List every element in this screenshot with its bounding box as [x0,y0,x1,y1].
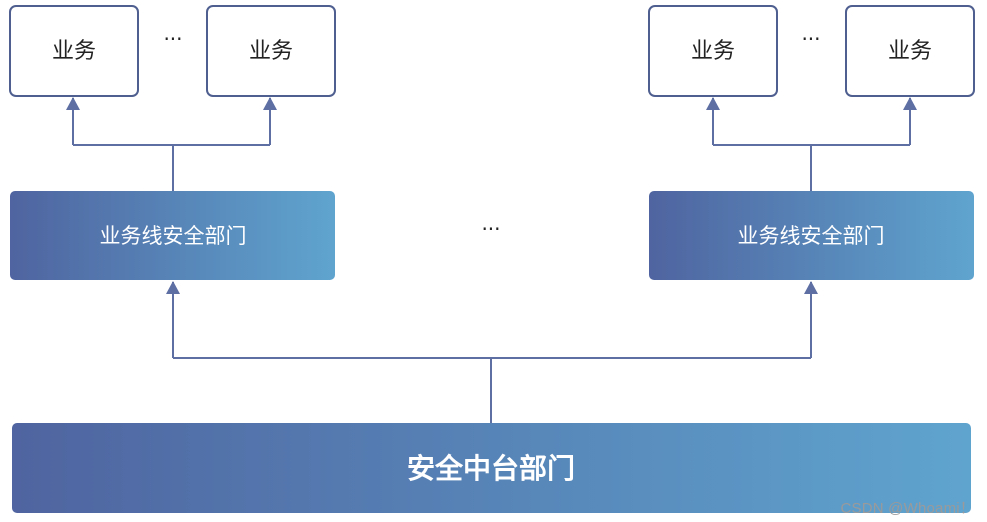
arrowheads-left-group [66,97,277,110]
business-box-right-1-frame [648,5,778,97]
arrowhead-business-left-2 [263,97,277,110]
ellipsis-top-left: ··· [163,27,182,51]
business-box-left-2: 业务 [206,5,336,97]
line-dept-right: 业务线安全部门 [649,191,974,280]
connectors-left-group [72,98,271,191]
line-dept-left-frame [10,191,335,280]
connectors-right-group [712,98,911,191]
arrowhead-business-left-1 [66,97,80,110]
ellipsis-top-right: ··· [801,27,820,51]
line-dept-right-frame [649,191,974,280]
business-box-left-1-label: 业务 [52,39,96,64]
platform-dept: 安全中台部门 [12,423,971,513]
business-box-right-1: 业务 [648,5,778,97]
ellipsis-middle: ··· [481,217,500,241]
business-box-right-2: 业务 [845,5,975,97]
line-dept-right-label: 业务线安全部门 [738,224,885,248]
business-box-right-2-label: 业务 [888,39,932,64]
arrowhead-left-dept [166,281,180,294]
business-box-left-1-frame [9,5,139,97]
business-box-left-2-label: 业务 [249,39,293,64]
line-dept-left: 业务线安全部门 [10,191,335,280]
arrowhead-right-dept [804,281,818,294]
arrowheads-platform [166,281,818,294]
csdn-watermark: CSDN @Whoami！ [840,500,975,517]
platform-dept-frame [12,423,971,513]
connectors-platform [172,282,812,423]
business-box-left-2-frame [206,5,336,97]
platform-dept-label: 安全中台部门 [407,452,575,485]
business-box-right-2-frame [845,5,975,97]
arrowheads-right-group [706,97,917,110]
arrowhead-business-right-2 [903,97,917,110]
business-box-right-1-label: 业务 [691,39,735,64]
arrowhead-business-right-1 [706,97,720,110]
business-box-left-1: 业务 [9,5,139,97]
line-dept-left-label: 业务线安全部门 [100,224,247,248]
